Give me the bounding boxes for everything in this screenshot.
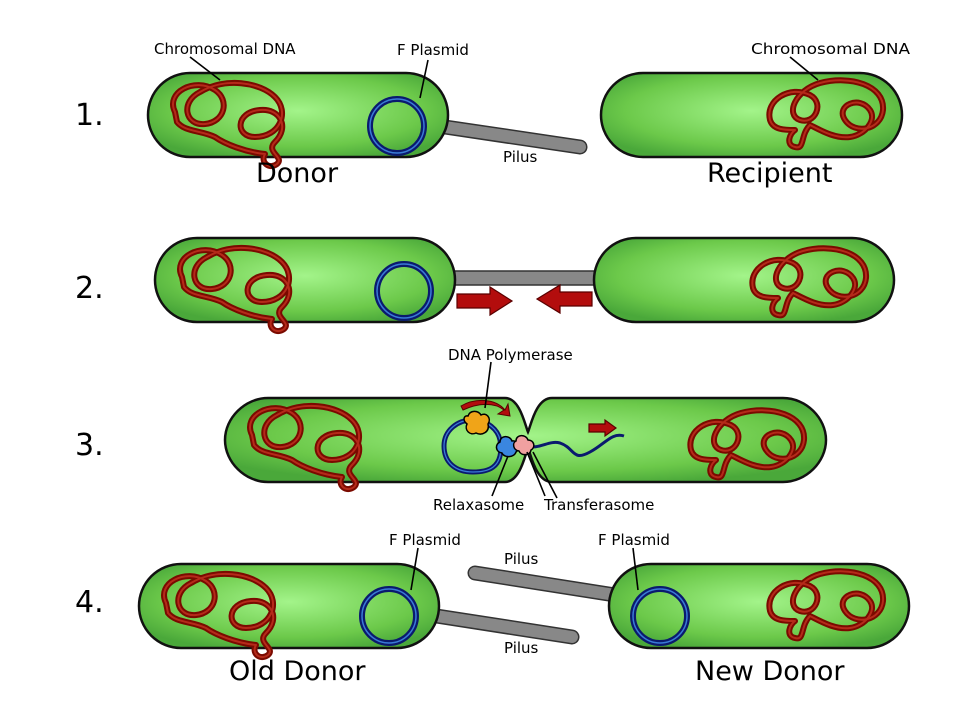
- donor-label: Donor: [256, 158, 339, 189]
- recipient-label: Recipient: [707, 158, 832, 189]
- step-number: 4.: [75, 585, 104, 620]
- pilus-label: Pilus: [503, 148, 538, 166]
- pilus-label: Pilus: [504, 639, 539, 657]
- step-4: 4. F Plasmid F Plasmid Pilus Pilus Old D…: [75, 531, 911, 687]
- f-plasmid-label: F Plasmid: [598, 531, 670, 549]
- f-plasmid-label: F Plasmid: [397, 41, 469, 59]
- pilus: [439, 270, 611, 286]
- transferasome-label: Transferasome: [543, 496, 654, 514]
- relaxasome: [495, 435, 520, 458]
- f-plasmid-label: F Plasmid: [389, 531, 461, 549]
- step-1: 1. Chromosomal DNA F Plasmid Chromosomal…: [75, 40, 911, 189]
- old-donor-label: Old Donor: [229, 656, 366, 687]
- chromosomal-dna-label: Chromosomal DNA: [154, 40, 296, 58]
- transferasome: [512, 434, 535, 456]
- step-number: 2.: [75, 271, 104, 306]
- relaxasome-label: Relaxasome: [433, 496, 524, 514]
- chromosomal-dna-label: Chromosomal DNA: [751, 40, 911, 58]
- dna-polymerase-label: DNA Polymerase: [448, 346, 573, 364]
- transferred-dna-strand: [524, 433, 625, 457]
- arrow-curved-icon: [460, 400, 511, 417]
- arrow-right-icon: [588, 418, 618, 438]
- recipient-cell: [599, 71, 904, 159]
- pilus-label: Pilus: [504, 550, 539, 568]
- arrow-right-icon: [456, 285, 514, 317]
- step-2: 2.: [75, 236, 896, 331]
- dna-polymerase: [463, 410, 491, 435]
- arrow-left-icon: [535, 283, 593, 315]
- step-3: 3. DNA Polymerase Relaxasome Transferaso…: [75, 346, 828, 514]
- step-number: 3.: [75, 428, 104, 463]
- new-donor-label: New Donor: [695, 656, 845, 687]
- step-number: 1.: [75, 98, 104, 133]
